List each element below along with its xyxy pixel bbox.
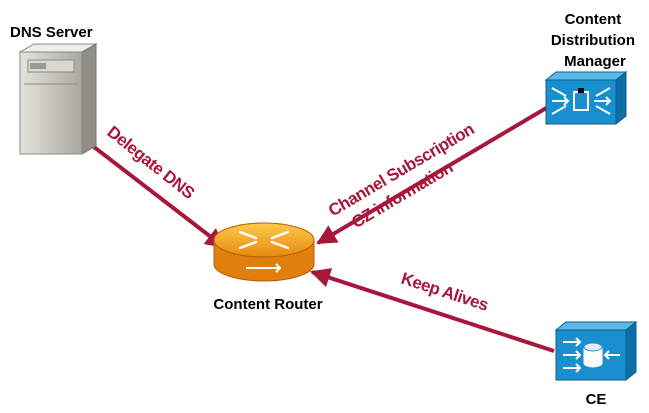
arrow-keep-alives (310, 268, 555, 353)
content-distribution-manager-icon (544, 70, 628, 126)
dns-server-label: DNS Server (10, 24, 93, 41)
channel-subscription-label: Channel Subscription CZ information (325, 117, 492, 239)
content-engine-icon (554, 320, 638, 382)
content-router-label: Content Router (213, 296, 322, 313)
ce-label: CE (586, 391, 607, 408)
server-tower-icon (18, 43, 98, 155)
cdm-label: Content Distribution Manager (551, 11, 639, 70)
router-icon (213, 222, 315, 282)
arrow-channel-subscription (316, 105, 550, 245)
keep-alives-label: Keep Alives (399, 269, 491, 315)
